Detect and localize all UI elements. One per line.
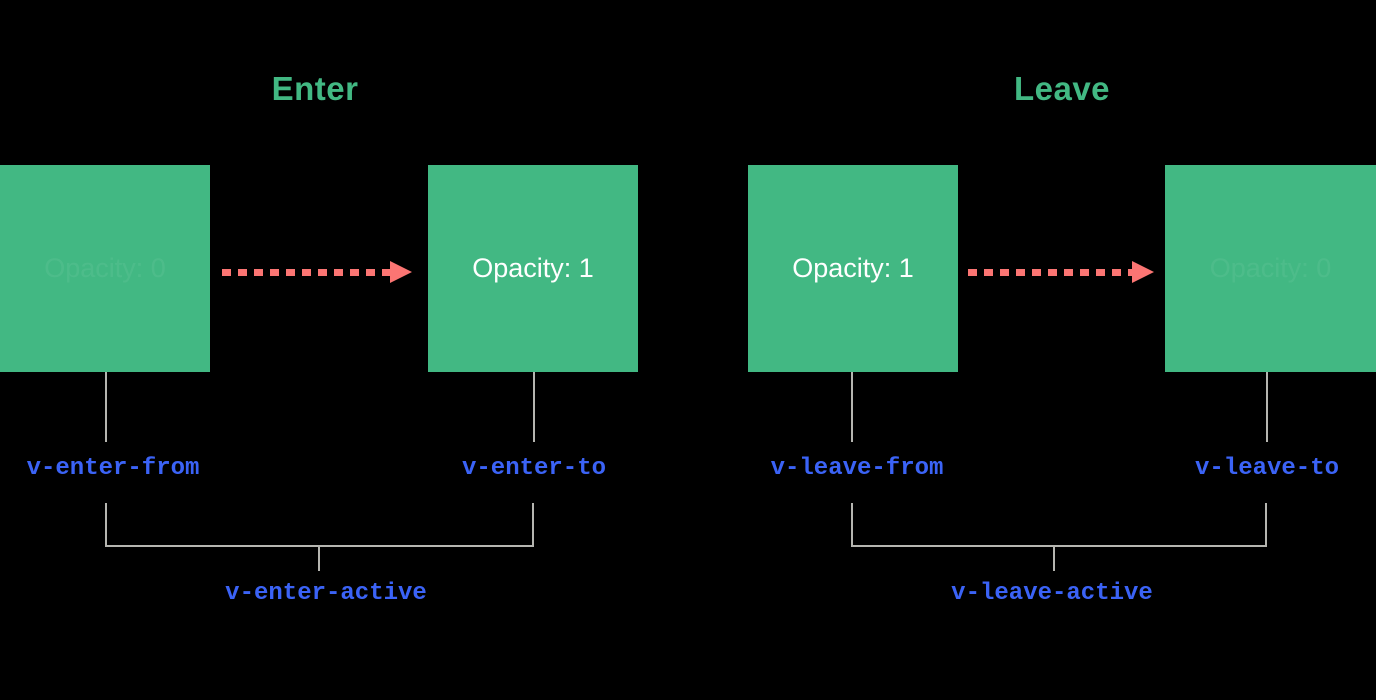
- arrow-head-icon: [390, 261, 412, 283]
- connector-stem-enter-from: [105, 372, 107, 442]
- class-label-enter-from: v-enter-from: [26, 455, 200, 482]
- bracket-leave-active: [851, 503, 1267, 547]
- state-box-label: Opacity: 0: [44, 253, 166, 283]
- state-box-label: Opacity: 1: [792, 253, 914, 283]
- connector-stem-leave-from: [851, 372, 853, 442]
- class-label-leave-to: v-leave-to: [1194, 455, 1340, 482]
- class-label-enter-active: v-enter-active: [225, 580, 427, 607]
- state-box-leave-from: Opacity: 1: [748, 165, 958, 372]
- state-box-leave-to: Opacity: 0: [1165, 165, 1376, 372]
- state-box-enter-from: Opacity: 0: [0, 165, 210, 372]
- transition-arrow-leave: [968, 261, 1154, 283]
- state-box-enter-to: Opacity: 1: [428, 165, 638, 372]
- state-box-label: Opacity: 1: [472, 253, 594, 283]
- class-label-leave-from: v-leave-from: [770, 455, 944, 482]
- dashed-line: [222, 269, 390, 276]
- section-title-enter: Enter: [271, 70, 359, 107]
- arrow-head-icon: [1132, 261, 1154, 283]
- connector-stem-leave-to: [1266, 372, 1268, 442]
- bracket-stem-leave-active: [1053, 545, 1055, 571]
- dashed-line: [968, 269, 1132, 276]
- bracket-stem-enter-active: [318, 545, 320, 571]
- connector-stem-enter-to: [533, 372, 535, 442]
- state-box-label: Opacity: 0: [1209, 253, 1332, 283]
- transition-arrow-enter: [222, 261, 412, 283]
- class-label-leave-active: v-leave-active: [951, 580, 1153, 607]
- section-title-leave: Leave: [1013, 70, 1111, 107]
- class-label-enter-to: v-enter-to: [461, 455, 607, 482]
- bracket-enter-active: [105, 503, 534, 547]
